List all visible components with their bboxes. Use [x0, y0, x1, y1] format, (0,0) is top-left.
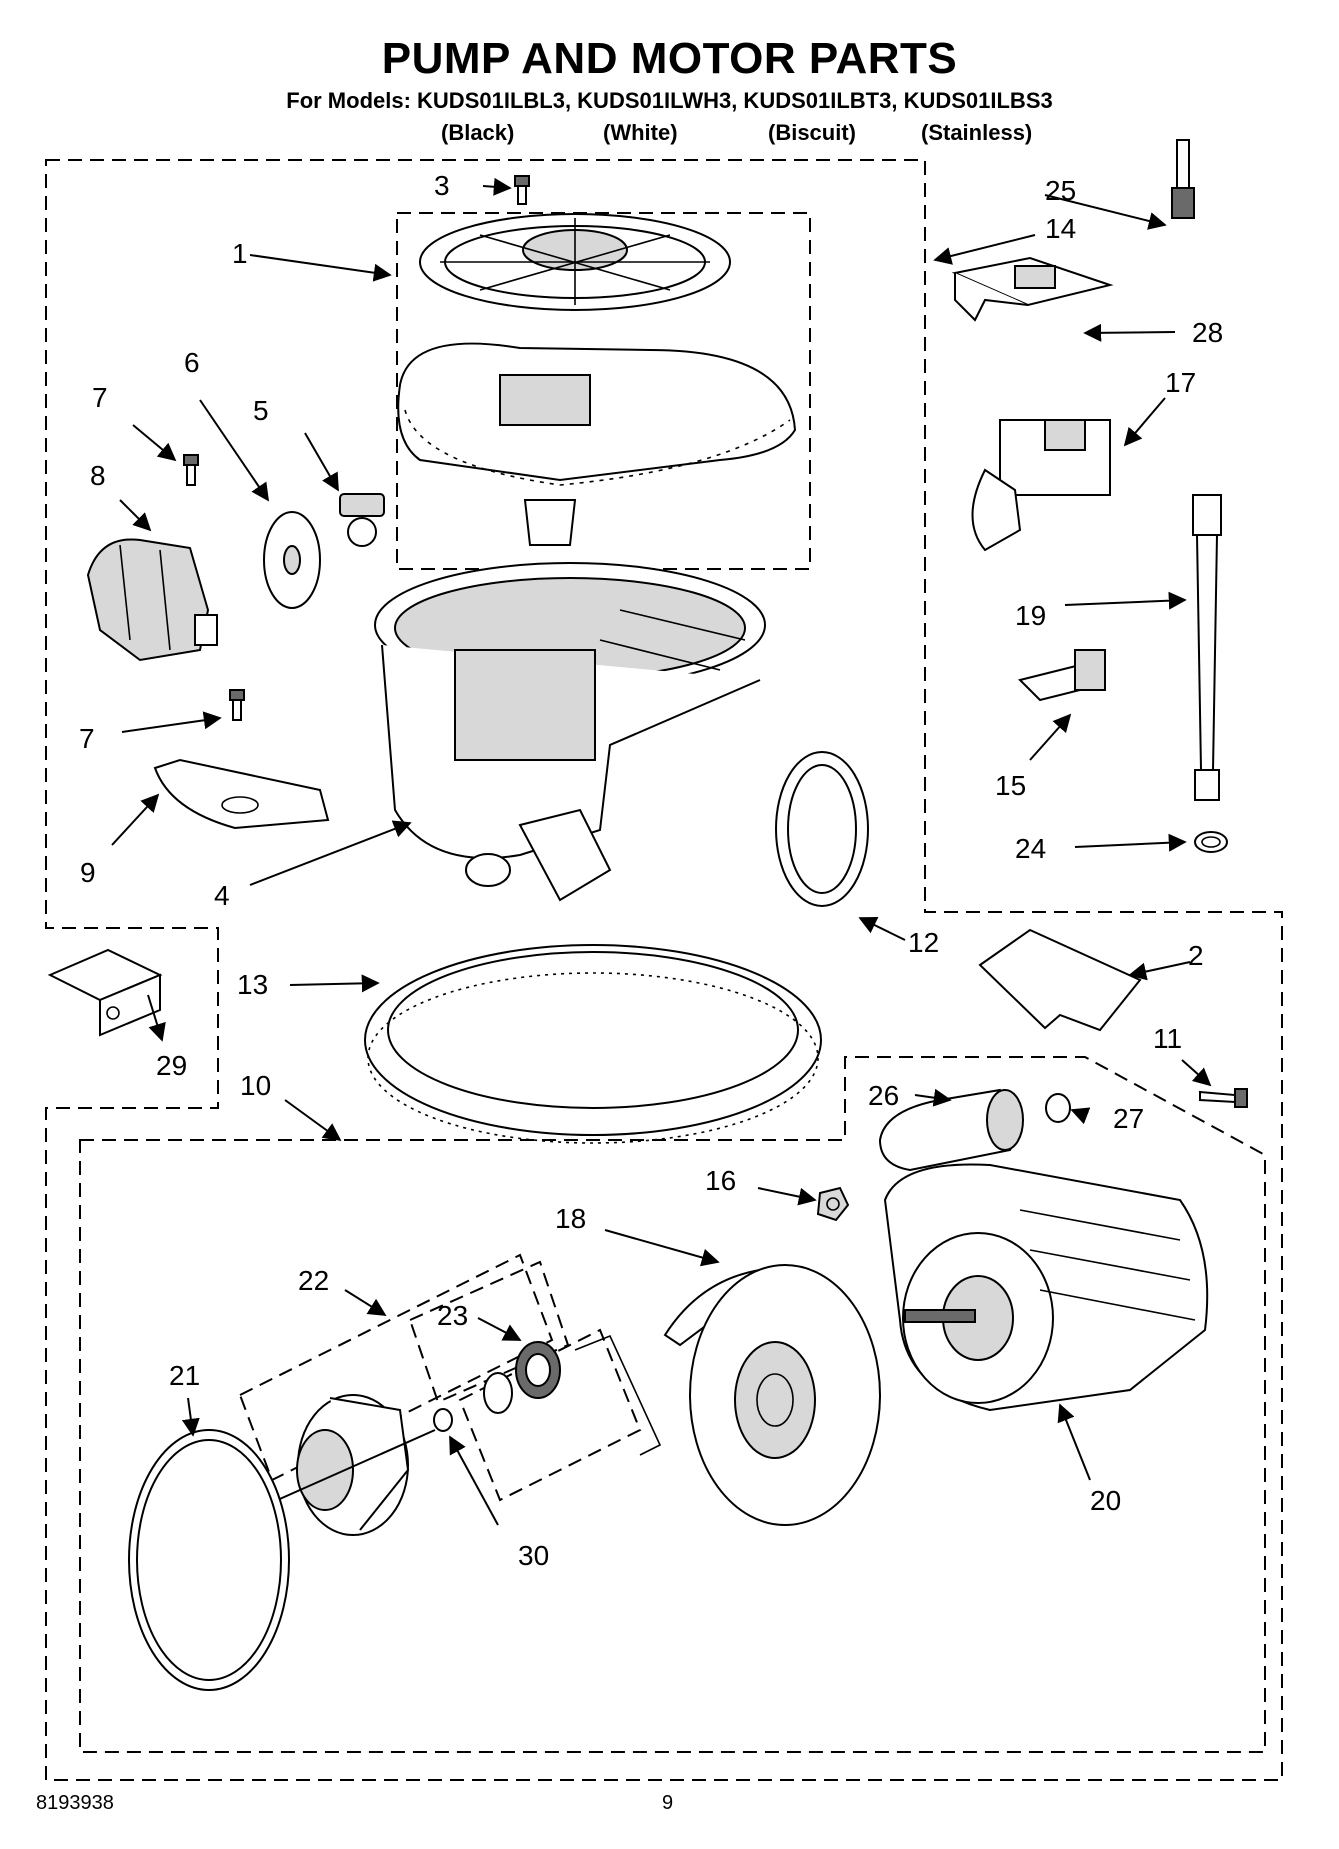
part-11-screw — [1199, 1088, 1248, 1108]
callout-12: 12 — [908, 927, 939, 958]
callout-11: 11 — [1153, 1023, 1182, 1054]
part-pump-cover-assembly — [397, 342, 797, 546]
part-6-chopper-blade — [263, 511, 321, 609]
part-13-gasket — [364, 944, 822, 1144]
callout-15: 15 — [995, 770, 1026, 801]
callout-4: 4 — [214, 880, 230, 911]
part-16-nut — [816, 1186, 850, 1222]
callout-18: 18 — [555, 1203, 586, 1234]
seal-kit-group-boundary — [238, 1253, 554, 1482]
part-20-motor — [883, 1163, 1209, 1412]
variant-biscuit: (Biscuit) — [768, 120, 856, 145]
callout-20: 20 — [1090, 1485, 1121, 1516]
leader-lines — [111, 177, 1212, 1526]
part-23-seal — [483, 1341, 561, 1414]
callout-7-lower: 7 — [79, 723, 95, 754]
part-14-cover — [951, 256, 1114, 322]
part-29-bracket — [47, 948, 163, 1037]
variant-black: (Black) — [441, 120, 515, 145]
callout-3: 3 — [434, 170, 450, 201]
callout-9: 9 — [80, 857, 96, 888]
part-17-sensor-mount — [971, 419, 1111, 552]
variant-stainless: (Stainless) — [921, 120, 1033, 145]
part-24-hose-clamp — [1194, 831, 1228, 853]
callout-22: 22 — [298, 1265, 329, 1296]
part-21-o-ring — [128, 1429, 290, 1691]
callout-5: 5 — [253, 395, 269, 426]
part-7-screw-lower — [229, 689, 245, 721]
part-12-snap-ring — [775, 751, 869, 907]
callout-1: 1 — [232, 238, 248, 269]
part-7-screw-upper — [183, 454, 199, 486]
callout-2: 2 — [1188, 940, 1204, 971]
part-4-pump-housing — [374, 562, 766, 902]
part-27-washer — [1045, 1093, 1071, 1123]
variant-white: (White) — [603, 120, 678, 145]
callout-10: 10 — [240, 1070, 271, 1101]
callout-17: 17 — [1165, 367, 1196, 398]
callout-19: 19 — [1015, 600, 1046, 631]
part-3-screw — [514, 175, 530, 205]
callout-14: 14 — [1045, 213, 1076, 244]
part-25-probe — [1171, 139, 1195, 219]
callout-21: 21 — [169, 1360, 200, 1391]
part-22-pump-impeller — [209, 1394, 436, 1536]
callout-24: 24 — [1015, 833, 1046, 864]
callout-25: 25 — [1045, 175, 1076, 206]
part-8-turbidity-sensor-housing — [86, 538, 218, 662]
page-title: PUMP AND MOTOR PARTS — [381, 34, 958, 83]
callout-8: 8 — [90, 460, 106, 491]
callout-16: 16 — [705, 1165, 736, 1196]
models-line: For Models: KUDS01ILBL3, KUDS01ILWH3, KU… — [286, 88, 1053, 113]
part-9-shield — [153, 758, 330, 830]
callout-labels: 1 2 3 4 5 6 7 7 8 9 10 11 12 13 14 15 16… — [79, 170, 1223, 1571]
part-26-capacitor — [878, 1088, 1024, 1172]
part-19-drain-hose — [1192, 494, 1222, 801]
part-18-impeller-housing — [663, 1264, 881, 1526]
part-15-clip — [1018, 649, 1106, 702]
bearing-to-housing-bracket — [574, 1334, 662, 1456]
callout-13: 13 — [237, 969, 268, 1000]
callout-30: 30 — [518, 1540, 549, 1571]
callout-7-upper: 7 — [92, 382, 108, 413]
page-number: 9 — [662, 1792, 674, 1814]
part-30-washer — [433, 1408, 453, 1432]
callout-6: 6 — [184, 347, 200, 378]
callout-28: 28 — [1192, 317, 1223, 348]
callout-27: 27 — [1113, 1103, 1144, 1134]
bearing-group-boundary — [458, 1328, 642, 1502]
upper-assembly-boundary — [45, 159, 1283, 1781]
document-number: 8193938 — [36, 1792, 114, 1814]
part-2-plate — [978, 928, 1142, 1032]
callout-29: 29 — [156, 1050, 187, 1081]
callout-23: 23 — [437, 1300, 468, 1331]
part-5-grommet — [339, 493, 385, 547]
part-1-upper-spray-cover — [419, 213, 731, 311]
lower-assembly-boundary — [79, 1056, 1266, 1753]
callout-26: 26 — [868, 1080, 899, 1111]
